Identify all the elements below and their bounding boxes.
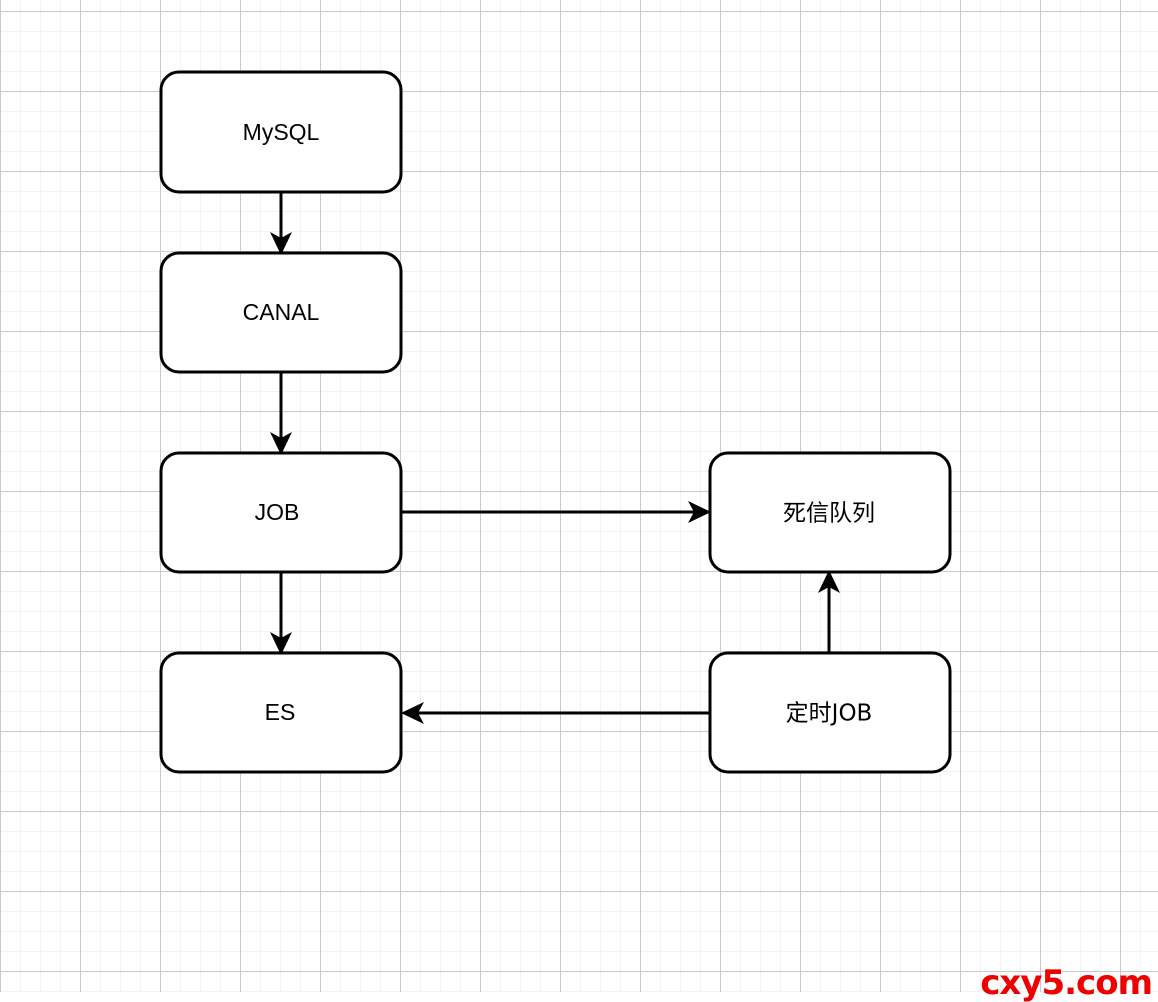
arrowhead-down xyxy=(270,632,292,655)
node-mysql[interactable]: MySQL xyxy=(159,70,403,194)
arrowhead-down xyxy=(270,432,292,455)
node-shape xyxy=(159,451,403,574)
edge-timer-to-es[interactable] xyxy=(401,702,710,724)
node-label-es: ES xyxy=(265,699,296,725)
node-dead-letter-queue[interactable]: 死信队列 xyxy=(708,451,952,574)
node-label-dead-letter-queue: 死信队列 xyxy=(783,501,875,527)
arrowhead-up xyxy=(818,570,840,593)
node-shape xyxy=(708,651,952,774)
node-label-scheduled-job: 定时JOB xyxy=(786,701,873,727)
edge-canal-to-job[interactable] xyxy=(270,372,292,455)
node-shape xyxy=(159,251,403,374)
node-shape xyxy=(708,451,952,574)
edges-layer xyxy=(270,192,840,724)
bottom-white-strip xyxy=(0,992,1158,1002)
arrowhead-right xyxy=(688,501,711,523)
node-shape xyxy=(159,651,403,774)
edge-job-to-es[interactable] xyxy=(270,572,292,655)
node-label-job: JOB xyxy=(255,499,300,525)
node-canal[interactable]: CANAL xyxy=(159,251,403,374)
edge-mysql-to-canal[interactable] xyxy=(270,192,292,255)
nodes-layer: MySQL CANAL JOB ES 死信队列 定时JOB xyxy=(159,70,952,774)
edge-timer-to-dlq[interactable] xyxy=(818,570,840,653)
node-label-canal: CANAL xyxy=(243,299,320,325)
node-es[interactable]: ES xyxy=(159,651,403,774)
edge-job-to-dlq[interactable] xyxy=(401,501,711,523)
node-shape xyxy=(159,70,403,194)
node-scheduled-job[interactable]: 定时JOB xyxy=(708,651,952,774)
node-job[interactable]: JOB xyxy=(159,451,403,574)
node-label-mysql: MySQL xyxy=(243,119,320,145)
arrowhead-left xyxy=(401,702,424,724)
watermark-cxy5: cxy5.com xyxy=(980,963,1153,1002)
arrowhead-down xyxy=(270,232,292,255)
